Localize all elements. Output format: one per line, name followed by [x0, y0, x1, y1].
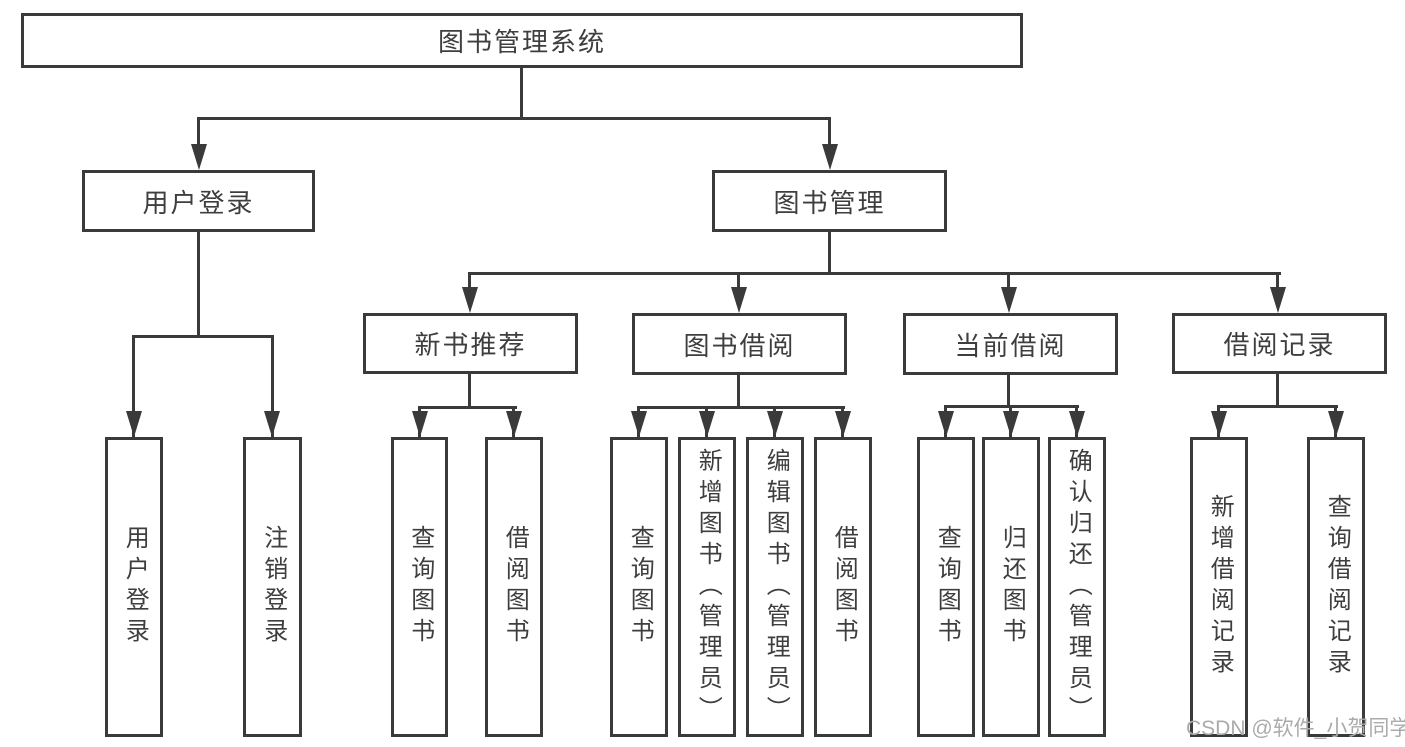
connector-book-borrow-stem: [737, 373, 740, 408]
watermark-text: CSDN @软件_小贺同学: [1186, 717, 1405, 740]
node-borrow-records: 借阅记录: [1172, 313, 1387, 374]
connector-book-management-split: [468, 272, 1281, 275]
leaf-current-query-books: 查询图书: [917, 437, 975, 737]
arrow-down-icon: [631, 411, 647, 437]
leaf-borrow-query-books: 查询图书: [610, 437, 668, 737]
node-user-login: 用户登录: [82, 170, 315, 232]
arrow-down-icon: [1001, 287, 1017, 313]
connector-root-stem: [520, 66, 523, 119]
node-book-management-label: 图书管理: [773, 187, 886, 218]
connector-drop-user-login: [197, 118, 200, 148]
arrow-down-icon: [731, 287, 747, 313]
leaf-logout: 注销登录: [243, 437, 302, 737]
arrow-down-icon: [1069, 411, 1085, 437]
leaf-borrow-books: 借阅图书: [814, 437, 872, 737]
node-book-management: 图书管理: [712, 170, 947, 232]
leaf-return-books: 归还图书: [982, 437, 1040, 737]
arrow-down-icon: [1328, 411, 1344, 437]
leaf-newbooks-query-books: 查询图书: [391, 437, 448, 737]
connector-user-login-stem: [197, 230, 200, 338]
node-root-label: 图书管理系统: [437, 27, 606, 57]
leaf-label: 新增图书（管理员）: [694, 447, 722, 727]
node-book-borrow-label: 图书借阅: [683, 330, 796, 361]
leaf-label: 编辑图书（管理员）: [762, 447, 790, 727]
node-current-borrow-label: 当前借阅: [954, 330, 1067, 361]
node-root: 图书管理系统: [21, 13, 1023, 68]
node-new-book-recommend: 新书推荐: [363, 313, 578, 374]
leaf-user-login: 用户登录: [105, 437, 163, 737]
connector-drop-new-books: [468, 273, 471, 295]
leaf-label: 归还图书: [998, 525, 1026, 649]
leaf-confirm-return-admin: 确认归还（管理员）: [1048, 437, 1106, 737]
arrow-down-icon: [462, 287, 478, 313]
arrow-down-icon: [835, 411, 851, 437]
leaf-newbooks-borrow-books: 借阅图书: [485, 437, 543, 737]
arrow-down-icon: [264, 411, 280, 437]
arrow-down-icon: [938, 411, 954, 437]
leaf-label: 查询图书: [406, 525, 434, 649]
arrow-down-icon: [767, 411, 783, 437]
connector-current-borrow-stem: [1007, 373, 1010, 407]
leaf-label: 查询图书: [933, 525, 961, 649]
leaf-label: 借阅图书: [830, 525, 858, 649]
leaf-label: 查询借阅记录: [1323, 494, 1351, 680]
connector-drop-book-borrow: [737, 273, 740, 295]
arrow-down-icon: [191, 144, 207, 170]
connector-book-management-stem: [828, 230, 831, 275]
arrow-down-icon: [1270, 287, 1286, 313]
leaf-label: 查询图书: [626, 525, 654, 649]
arrow-down-icon: [699, 411, 715, 437]
node-current-borrow: 当前借阅: [903, 313, 1118, 375]
leaf-label: 新增借阅记录: [1206, 494, 1234, 680]
node-book-borrow: 图书借阅: [632, 313, 847, 375]
connector-user-login-split: [132, 335, 274, 338]
leaf-edit-books-admin: 编辑图书（管理员）: [746, 437, 804, 737]
arrow-down-icon: [1003, 411, 1019, 437]
connector-borrow-records-stem: [1276, 373, 1279, 407]
leaf-add-borrow-record: 新增借阅记录: [1190, 437, 1248, 737]
arrow-down-icon: [412, 411, 428, 437]
connector-drop-login-leaf: [132, 336, 135, 437]
leaf-user-login-label: 用户登录: [121, 525, 149, 649]
connector-root-split: [197, 117, 831, 120]
arrow-down-icon: [126, 411, 142, 437]
leaf-label: 确认归还（管理员）: [1064, 447, 1092, 727]
leaf-label: 借阅图书: [501, 525, 529, 649]
node-user-login-label: 用户登录: [142, 187, 255, 218]
leaf-query-borrow-record: 查询借阅记录: [1307, 437, 1365, 737]
connector-drop-borrow-records: [1276, 273, 1279, 295]
connector-drop-logout-leaf: [271, 336, 274, 437]
connector-drop-book-management: [828, 118, 831, 148]
connector-book-borrow-split: [637, 406, 845, 409]
leaf-add-books-admin: 新增图书（管理员）: [678, 437, 736, 737]
node-borrow-records-label: 借阅记录: [1223, 330, 1336, 360]
connector-new-books-stem: [468, 372, 471, 408]
leaf-logout-label: 注销登录: [259, 525, 287, 649]
arrow-down-icon: [506, 411, 522, 437]
connector-new-books-split: [418, 406, 517, 409]
arrow-down-icon: [822, 144, 838, 170]
arrow-down-icon: [1211, 411, 1227, 437]
connector-borrow-records-split: [1217, 405, 1338, 408]
connector-drop-current-borrow: [1007, 273, 1010, 295]
node-new-book-recommend-label: 新书推荐: [414, 330, 527, 360]
